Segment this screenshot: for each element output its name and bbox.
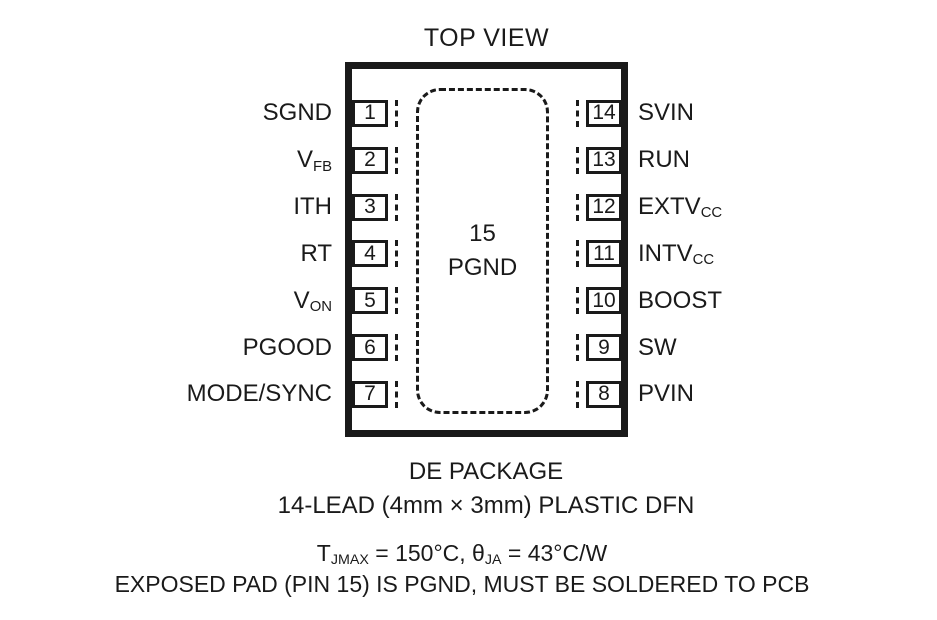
- pin-label-sgnd: SGND: [262, 99, 332, 127]
- pin-box-1: 1: [352, 99, 388, 127]
- pin-pad-dash: [395, 334, 398, 362]
- pin-label-run: RUN: [638, 146, 690, 174]
- pin-pad-dash: [576, 99, 579, 127]
- right-pin-boxes: 14 13 12 11 10 9 8: [576, 90, 622, 418]
- pin-pad-dash: [576, 193, 579, 221]
- exposed-pad-note: EXPOSED PAD (PIN 15) IS PGND, MUST BE SO…: [114, 571, 810, 597]
- pin-box-9: 9: [586, 334, 622, 362]
- pin-box-5: 5: [352, 287, 388, 315]
- pin-box-7: 7: [352, 380, 388, 408]
- pin-label-extvcc: EXTVCC: [638, 193, 723, 222]
- pin-pad-dash: [395, 99, 398, 127]
- exposed-pad: 15 PGND: [416, 88, 549, 414]
- pin-box-3: 3: [352, 193, 388, 221]
- pin-pad-dash: [576, 146, 579, 174]
- pin-label-rt: RT: [300, 239, 332, 267]
- pin-box-12: 12: [586, 193, 622, 221]
- pin-pad-dash: [576, 380, 579, 408]
- notes-caption: TJMAX = 150°C, θJA = 43°C/W EXPOSED PAD …: [62, 538, 862, 600]
- pin-box-8: 8: [586, 380, 622, 408]
- left-pin-labels: SGND VFB ITH RT VON PGOOD MODE/SYNC: [60, 90, 332, 418]
- right-pin-labels: SVIN RUN EXTVCC INTVCC BOOST SW PVIN: [638, 90, 898, 418]
- package-name: DE PACKAGE: [408, 458, 564, 485]
- package-description: 14-LEAD (4mm × 3mm) PLASTIC DFN: [277, 492, 695, 519]
- pin-label-ith: ITH: [293, 193, 332, 221]
- pin-pad-dash: [576, 287, 579, 315]
- diagram-title: TOP VIEW: [423, 24, 550, 52]
- pin-label-sw: SW: [638, 333, 677, 361]
- package-caption: DE PACKAGE 14-LEAD (4mm × 3mm) PLASTIC D…: [236, 455, 736, 523]
- pin-label-pgood: PGOOD: [242, 333, 332, 361]
- package-outline: [345, 62, 628, 437]
- pin-label-von: VON: [293, 286, 332, 316]
- pin-box-11: 11: [586, 240, 622, 268]
- pin-label-boost: BOOST: [638, 286, 723, 314]
- pin-box-4: 4: [352, 240, 388, 268]
- pin-box-13: 13: [586, 146, 622, 174]
- thermal-spec: TJMAX = 150°C, θJA = 43°C/W: [316, 540, 608, 569]
- pin-pad-dash: [576, 240, 579, 268]
- pin-pad-dash: [395, 146, 398, 174]
- exposed-pad-label: PGND: [447, 254, 518, 281]
- pin-pad-dash: [395, 240, 398, 268]
- left-pin-boxes: 1 2 3 4 5 6 7: [352, 90, 398, 418]
- pin-box-2: 2: [352, 146, 388, 174]
- pin-box-10: 10: [586, 287, 622, 315]
- pin-label-intvcc: INTVCC: [638, 239, 715, 269]
- pin-pad-dash: [576, 334, 579, 362]
- pin-box-6: 6: [352, 334, 388, 362]
- pin-label-svin: SVIN: [638, 99, 695, 127]
- pin-pad-dash: [395, 287, 398, 315]
- pin-pad-dash: [395, 193, 398, 221]
- pin-label-vfb: VFB: [296, 146, 332, 175]
- exposed-pad-number: 15: [469, 220, 496, 247]
- pin-label-pvin: PVIN: [638, 380, 695, 408]
- pin-label-mode-sync: MODE/SYNC: [186, 380, 332, 408]
- pin-pad-dash: [395, 380, 398, 408]
- pin-box-14: 14: [586, 99, 622, 127]
